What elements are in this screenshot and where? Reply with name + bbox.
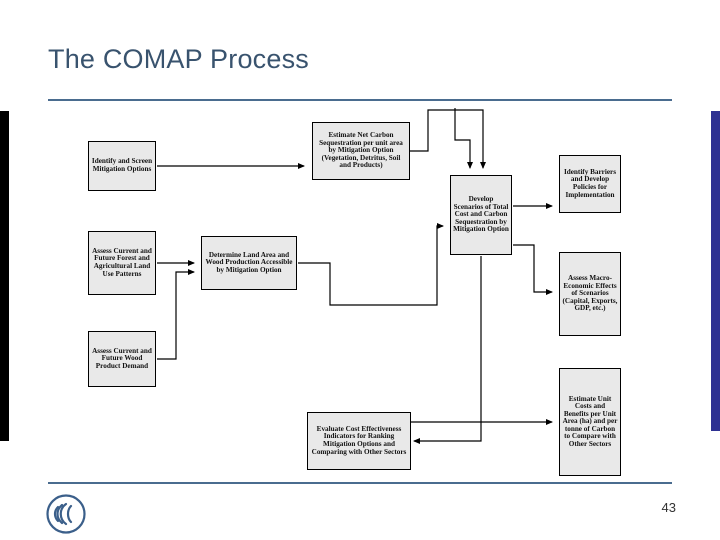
footer-divider	[48, 482, 672, 484]
node-identify-senior-mitigation-options: Identify and Screen Mitigation Options	[88, 141, 156, 191]
node-estimate-unit-costs-benefits: Estimate Unit Costs and Benefits per Uni…	[559, 368, 621, 476]
node-assess-macro-economic-effects: Assess Macro-Economic Effects of Scenari…	[559, 252, 621, 336]
node-assess-current-future-land-use: Assess Current and Future Forest and Agr…	[88, 231, 156, 295]
node-assess-current-future-wood-product-demand: Assess Current and Future Wood Product D…	[88, 331, 156, 387]
unfccc-logo-icon	[46, 494, 86, 534]
node-determine-land-area-wood-production: Determine Land Area and Wood Production …	[201, 236, 297, 290]
node-identify-barriers-develop-policies: Identify Barriers and Develop Policies f…	[559, 155, 621, 213]
node-evaluate-cost-effectiveness-indicators: Evaluate Cost Effectiveness Indicators f…	[307, 412, 411, 470]
left-edge-bar	[0, 111, 9, 441]
right-edge-bar	[711, 111, 720, 431]
node-develop-scenarios-total-cost: Develop Scenarios of Total Cost and Carb…	[450, 175, 512, 255]
page-title: The COMAP Process	[48, 44, 309, 74]
node-estimate-net-carbon-sequestration: Estimate Net Carbon Sequestration per un…	[312, 122, 410, 180]
title-divider	[48, 99, 672, 101]
page-number: 43	[661, 500, 676, 515]
